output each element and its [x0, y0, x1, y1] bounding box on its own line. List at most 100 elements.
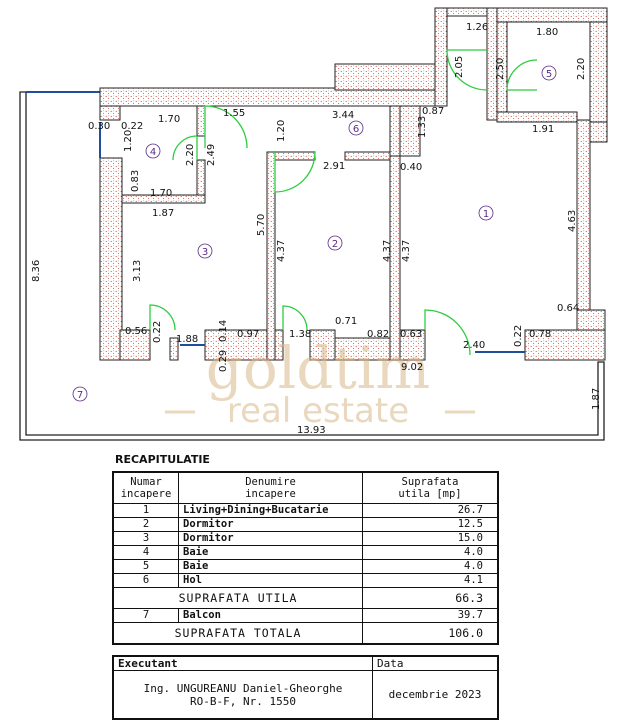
room-area: 39.7 [362, 608, 498, 623]
dimension-label: 1.33 [417, 116, 428, 138]
dimension-label: 1.26 [466, 22, 488, 33]
watermark-tagline: real estate [227, 391, 409, 431]
recap-header-row: Numar incapere Denumire incapere Suprafa… [113, 472, 498, 504]
dimension-label: 2.40 [463, 340, 485, 351]
table-row: 2 Dormitor 12.5 [113, 517, 498, 532]
totala-label: SUPRAFATA TOTALA [113, 622, 363, 644]
doors [149, 49, 538, 356]
utila-label: SUPRAFATA UTILA [113, 587, 363, 609]
room-label-7: 7 [77, 390, 83, 401]
dimension-label: 9.02 [401, 362, 423, 373]
dimension-label: 5.70 [256, 214, 267, 236]
recap-table: Numar incapere Denumire incapere Suprafa… [112, 471, 499, 645]
room-area: 4.0 [362, 545, 498, 560]
dimension-label: 0.14 [218, 320, 229, 342]
room-label-2: 2 [332, 239, 338, 250]
dimension-label: 0.78 [529, 329, 551, 340]
utila-value: 66.3 [362, 587, 498, 609]
dimension-label: 1.88 [176, 334, 198, 345]
dimension-label: 4.37 [382, 240, 393, 262]
dimension-label: 1.70 [150, 188, 172, 199]
dimension-label: 0.22 [513, 325, 524, 347]
dimension-label: 4.63 [567, 210, 578, 232]
totala-value: 106.0 [362, 622, 498, 644]
dimension-label: 0.56 [125, 326, 147, 337]
room-number: 3 [113, 531, 179, 546]
dimension-label: 1.20 [123, 130, 134, 152]
dimension-label: 4.37 [401, 240, 412, 262]
dimension-label: 1.55 [223, 108, 245, 119]
floor-plan: goldtim real estate 1 2 3 4 5 6 7 1.26 1… [19, 7, 608, 441]
dimension-labels: 1.26 1.80 2.05 2.50 2.20 1.91 0.87 3.44 … [31, 22, 602, 436]
executant-info: Ing. UNGUREANU Daniel-Gheorghe RO-B-F, N… [113, 670, 373, 719]
room-number: 5 [113, 559, 179, 574]
dimension-label: 0.71 [335, 316, 357, 327]
dimension-label: 0.97 [237, 329, 259, 340]
dimension-label: 0.29 [218, 350, 229, 372]
room-name: Hol [178, 573, 363, 588]
dimension-label: 0.64 [557, 303, 579, 314]
room-label-4: 4 [150, 147, 156, 158]
dimension-label: 2.50 [495, 58, 506, 80]
room-area: 26.7 [362, 503, 498, 518]
room-area: 4.0 [362, 559, 498, 574]
room-label-5: 5 [546, 69, 552, 80]
executant-label: Executant [113, 656, 373, 671]
table-row: 4 Baie 4.0 [113, 545, 498, 560]
room-name: Baie [178, 545, 363, 560]
room-name: Dormitor [178, 531, 363, 546]
room-name: Living+Dining+Bucatarie [178, 503, 363, 518]
room-name: Balcon [178, 608, 363, 623]
dimension-label: 1.38 [289, 329, 311, 340]
dimension-label: 1.87 [152, 208, 174, 219]
totala-row: SUPRAFATA TOTALA 106.0 [113, 622, 498, 644]
dimension-label: 1.87 [591, 388, 602, 410]
dimension-label: 3.44 [332, 110, 354, 121]
dimension-label: 0.30 [88, 121, 110, 132]
dimension-label: 1.91 [532, 124, 554, 135]
dimension-label: 2.49 [206, 144, 217, 166]
header-num: Numar incapere [113, 472, 179, 504]
room-number: 4 [113, 545, 179, 560]
dimension-label: 2.05 [454, 56, 465, 78]
utila-row: SUPRAFATA UTILA 66.3 [113, 587, 498, 609]
executant-registration: RO-B-F, Nr. 1550 [190, 694, 296, 708]
dimension-label: 0.40 [400, 162, 422, 173]
executant-name: Ing. UNGUREANU Daniel-Gheorghe [143, 681, 343, 695]
dimension-label: 0.87 [422, 106, 444, 117]
dimension-label: 1.80 [536, 27, 558, 38]
walls [99, 7, 608, 361]
room-number: 7 [113, 608, 179, 623]
balcony-outline [19, 91, 605, 441]
table-row: 5 Baie 4.0 [113, 559, 498, 574]
data-label: Data [372, 656, 498, 671]
document-date: decembrie 2023 [372, 670, 498, 719]
table-row: 6 Hol 4.1 [113, 573, 498, 588]
table-row: 1 Living+Dining+Bucatarie 26.7 [113, 503, 498, 518]
dimension-label: 8.36 [31, 260, 42, 282]
dimension-label: 1.70 [158, 114, 180, 125]
room-name: Baie [178, 559, 363, 574]
dimension-label: 13.93 [297, 425, 326, 436]
room-name: Dormitor [178, 517, 363, 532]
dimension-label: 2.20 [576, 58, 587, 80]
dimension-label: 0.22 [121, 121, 143, 132]
room-area: 4.1 [362, 573, 498, 588]
recap-title: RECAPITULATIE [115, 453, 210, 466]
room-number: 2 [113, 517, 179, 532]
dimension-label: 4.37 [276, 240, 287, 262]
room-number: 6 [113, 573, 179, 588]
dimension-label: 1.20 [276, 120, 287, 142]
room-area: 12.5 [362, 517, 498, 532]
watermark-brand: goldtim [206, 334, 431, 402]
dimension-label: 2.20 [185, 144, 196, 166]
room-label-3: 3 [202, 247, 208, 258]
header-name: Denumire incapere [178, 472, 363, 504]
header-area: Suprafata utila [mp] [362, 472, 498, 504]
watermark: goldtim real estate [165, 334, 475, 431]
dimension-label: 0.82 [367, 329, 389, 340]
table-row: 3 Dormitor 15.0 [113, 531, 498, 546]
room-area: 15.0 [362, 531, 498, 546]
room-labels [72, 65, 557, 402]
dimension-label: 0.63 [400, 329, 422, 340]
